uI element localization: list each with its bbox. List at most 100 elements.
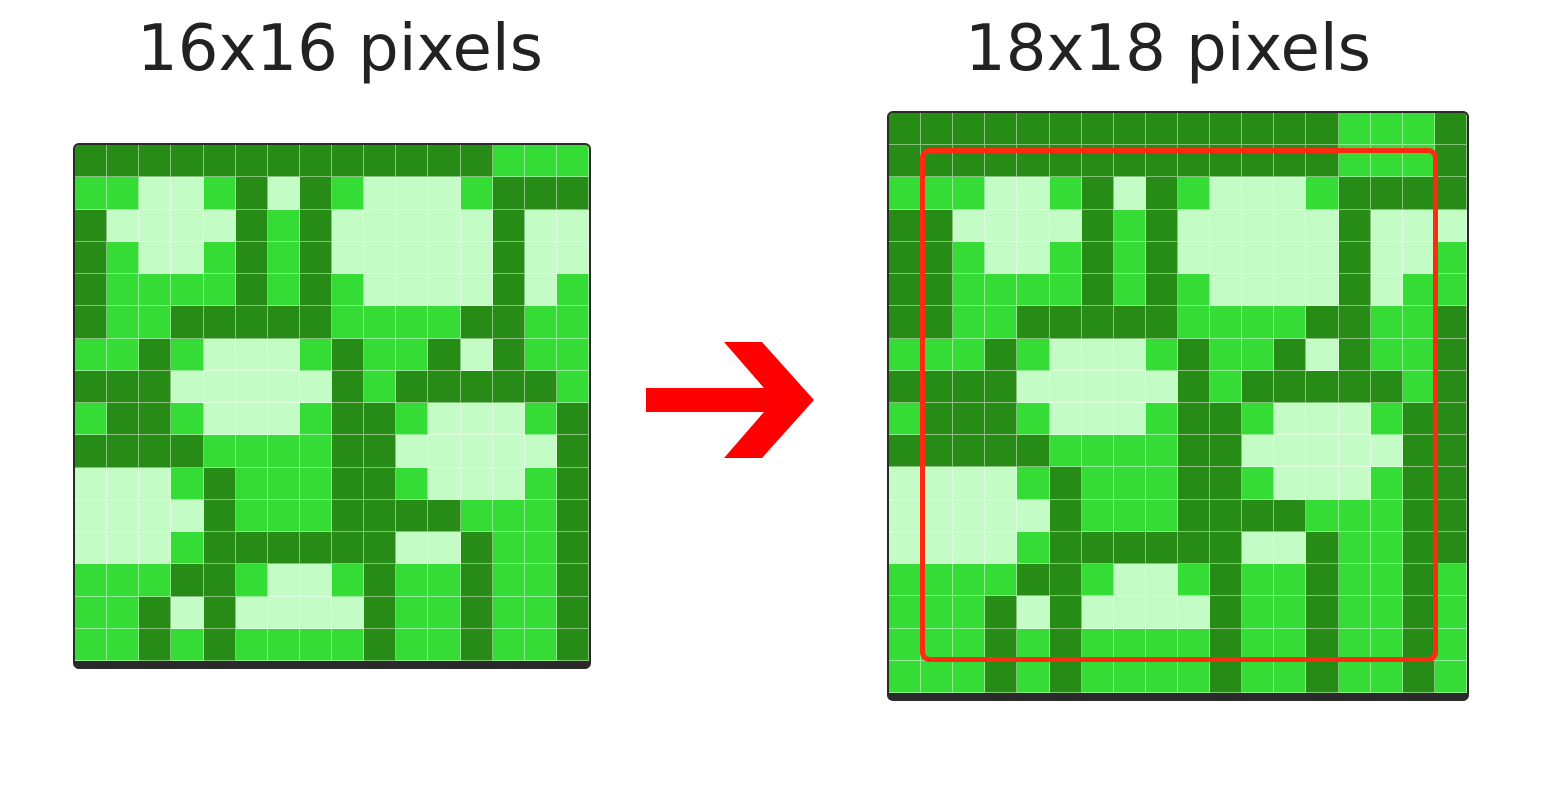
pixel-cell bbox=[460, 145, 493, 178]
pixel-cell bbox=[107, 370, 140, 403]
pixel-cell bbox=[107, 532, 140, 565]
pixel-cell bbox=[1145, 338, 1178, 371]
pixel-cell bbox=[171, 564, 204, 597]
pixel-cell bbox=[1081, 177, 1114, 210]
pixel-cell bbox=[921, 435, 954, 468]
pixel-cell bbox=[1177, 370, 1211, 403]
pixel-cell bbox=[1338, 402, 1371, 436]
pixel-cell bbox=[1017, 596, 1050, 629]
pixel-cell bbox=[332, 370, 365, 403]
pixel-cell bbox=[171, 499, 204, 532]
pixel-cell bbox=[299, 274, 332, 307]
pixel-cell bbox=[267, 177, 300, 210]
pixel-cell bbox=[1210, 499, 1243, 532]
pixel-cell bbox=[396, 306, 429, 339]
pixel-cell bbox=[921, 499, 954, 532]
pixel-cell bbox=[1274, 306, 1307, 339]
pixel-cell bbox=[1145, 596, 1178, 629]
pixel-cell bbox=[139, 241, 172, 274]
pixel-cell bbox=[332, 628, 365, 661]
pixel-cell bbox=[889, 660, 922, 693]
pixel-cell bbox=[203, 241, 236, 274]
pixel-cell bbox=[203, 467, 236, 500]
pixel-cell bbox=[171, 241, 204, 274]
pixel-cell bbox=[921, 531, 954, 565]
pixel-cell bbox=[921, 402, 954, 436]
pixel-cell bbox=[921, 274, 954, 307]
pixel-cell bbox=[267, 628, 300, 661]
pixel-cell bbox=[203, 564, 236, 597]
pixel-cell bbox=[235, 338, 268, 371]
pixel-cell bbox=[953, 531, 986, 565]
pixel-cell bbox=[107, 177, 140, 210]
pixel-cell bbox=[1306, 177, 1339, 210]
pixel-cell bbox=[492, 435, 525, 468]
pixel-cell bbox=[460, 177, 493, 210]
pixel-cell bbox=[139, 145, 172, 178]
pixel-cell bbox=[1274, 338, 1307, 371]
pixel-cell bbox=[921, 306, 954, 339]
pixel-cell bbox=[299, 628, 332, 661]
pixel-cell bbox=[364, 209, 397, 242]
pixel-cell bbox=[235, 403, 268, 436]
pixel-cell bbox=[1081, 467, 1114, 500]
pixel-cell bbox=[1338, 370, 1371, 403]
pixel-cell bbox=[1210, 177, 1243, 210]
pixel-cell bbox=[428, 596, 461, 629]
pixel-cell bbox=[1081, 402, 1114, 436]
pixel-cell bbox=[1434, 499, 1467, 532]
pixel-cell bbox=[921, 660, 954, 693]
pixel-cell bbox=[1306, 241, 1339, 275]
pixel-cell bbox=[1434, 402, 1467, 436]
pixel-cell bbox=[492, 145, 525, 178]
pixel-cell bbox=[921, 467, 954, 500]
pixel-cell bbox=[107, 467, 140, 500]
pixel-cell bbox=[921, 209, 954, 242]
pixel-cell bbox=[460, 241, 493, 274]
right-grid-title: 18x18 pixels bbox=[965, 12, 1371, 86]
pixel-cell bbox=[267, 499, 300, 532]
pixel-cell bbox=[524, 564, 557, 597]
pixel-cell bbox=[1434, 241, 1467, 275]
pixel-cell bbox=[1242, 435, 1275, 468]
pixel-cell bbox=[235, 532, 268, 565]
pixel-cell bbox=[1274, 435, 1307, 468]
pixel-cell bbox=[889, 564, 922, 597]
pixel-cell bbox=[428, 177, 461, 210]
pixel-cell bbox=[1017, 274, 1050, 307]
pixel-cell bbox=[1434, 274, 1467, 307]
pixel-cell bbox=[299, 596, 332, 629]
pixel-cell bbox=[524, 145, 557, 178]
pixel-cell bbox=[364, 532, 397, 565]
pixel-cell bbox=[299, 532, 332, 565]
pixel-cell bbox=[1177, 499, 1211, 532]
pixel-cell bbox=[396, 596, 429, 629]
pixel-cell bbox=[492, 532, 525, 565]
pixel-cell bbox=[1434, 660, 1467, 693]
pixel-cell bbox=[1049, 113, 1082, 146]
pixel-cell bbox=[1017, 306, 1050, 339]
pixel-cell bbox=[396, 403, 429, 436]
pixel-cell bbox=[332, 145, 365, 178]
pixel-cell bbox=[203, 435, 236, 468]
pixel-cell bbox=[460, 532, 493, 565]
pixel-cell bbox=[1370, 660, 1403, 693]
pixel-cell bbox=[332, 306, 365, 339]
pixel-cell bbox=[1274, 467, 1307, 500]
pixel-cell bbox=[267, 241, 300, 274]
pixel-cell bbox=[1177, 435, 1211, 468]
pixel-cell bbox=[460, 435, 493, 468]
pixel-cell bbox=[267, 145, 300, 178]
pixel-cell bbox=[556, 209, 589, 242]
pixel-cell bbox=[1242, 306, 1275, 339]
pixel-cell bbox=[524, 532, 557, 565]
pixel-cell bbox=[1338, 499, 1371, 532]
pixel-cell bbox=[1113, 564, 1146, 597]
pixel-cell bbox=[953, 370, 986, 403]
pixel-cell bbox=[1306, 113, 1339, 146]
pixel-cell bbox=[1049, 338, 1082, 371]
pixel-cell bbox=[460, 306, 493, 339]
pixel-cell bbox=[460, 209, 493, 242]
pixel-cell bbox=[1370, 531, 1403, 565]
pixel-cell bbox=[556, 177, 589, 210]
